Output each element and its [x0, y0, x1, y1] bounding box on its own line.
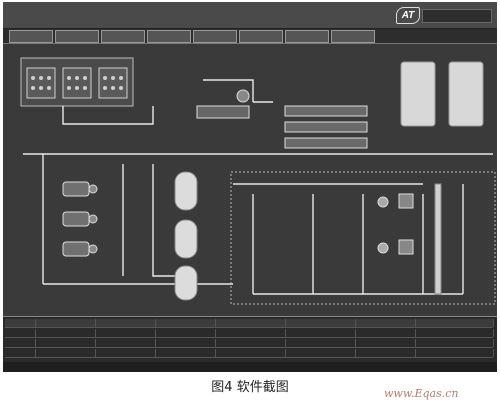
tab-8[interactable]: [331, 30, 375, 43]
tab-6[interactable]: [239, 30, 283, 43]
vessel-2[interactable]: [174, 219, 198, 259]
right-tank-2[interactable]: [448, 61, 484, 127]
status-right: [383, 362, 493, 372]
grid-cell: [415, 329, 494, 337]
figure-caption: 图4 软件截图: [211, 380, 289, 395]
grid-cell: [355, 329, 416, 337]
grid-cell: [155, 349, 216, 357]
right-pump-1-icon[interactable]: [377, 196, 389, 208]
filter-unit-group: [20, 57, 134, 107]
grid-cell: [415, 349, 494, 357]
table-row[interactable]: [5, 329, 494, 338]
grid-cell: [285, 339, 356, 347]
basin-group: [284, 105, 368, 149]
grid-cell: [5, 339, 36, 347]
pump-2[interactable]: [62, 211, 90, 227]
right-section: [230, 171, 496, 305]
grid-cell: [35, 339, 96, 347]
pump-1-motor-icon: [88, 184, 98, 194]
grid-cell: [95, 349, 156, 357]
grid-cell: [5, 329, 36, 337]
pump-3-motor-icon: [88, 244, 98, 254]
header-info: [9, 4, 129, 26]
filter-cell-2[interactable]: [62, 67, 92, 99]
grid-cell: [95, 329, 156, 337]
grid-header-cell: [5, 319, 36, 327]
main-header-unit: [196, 89, 250, 119]
basin-2[interactable]: [284, 121, 368, 133]
grid-cell: [5, 349, 36, 357]
grid-cell: [215, 329, 286, 337]
tab-5[interactable]: [193, 30, 237, 43]
process-schematic: [20, 57, 496, 305]
grid-cell: [355, 349, 416, 357]
basin-3[interactable]: [284, 137, 368, 149]
right-section-frame: [230, 171, 496, 305]
header-box[interactable]: [196, 105, 250, 119]
filter-cell-3[interactable]: [98, 67, 128, 99]
grid-cell: [155, 329, 216, 337]
grid-cell: [155, 339, 216, 347]
right-tanks: [400, 61, 484, 127]
pump-1[interactable]: [62, 181, 90, 197]
process-diagram: [3, 44, 497, 316]
grid-cell: [35, 329, 96, 337]
tab-2[interactable]: [55, 30, 99, 43]
grid-header-cell: [285, 319, 356, 327]
right-tank-1[interactable]: [400, 61, 436, 127]
tab-4[interactable]: [147, 30, 191, 43]
pump-2-motor-icon: [88, 214, 98, 224]
grid-header-cell: [95, 319, 156, 327]
status-bar: [3, 362, 497, 372]
pipe-network: [23, 79, 493, 295]
right-pump-2-icon[interactable]: [377, 242, 389, 254]
window-title: [141, 5, 391, 23]
grid-header-cell: [355, 319, 416, 327]
grid-cell: [355, 339, 416, 347]
company-logo: AT: [396, 6, 492, 24]
basin-1[interactable]: [284, 105, 368, 117]
logo-mark: AT: [396, 7, 420, 24]
grid-cell: [35, 349, 96, 357]
table-row[interactable]: [5, 349, 494, 358]
grid-cell: [415, 339, 494, 347]
application-window: AT: [3, 2, 497, 372]
table-row[interactable]: [5, 339, 494, 348]
vessel-3[interactable]: [174, 265, 198, 301]
pump-row-left: [62, 181, 98, 257]
grid-cell: [215, 349, 286, 357]
status-left: [7, 362, 117, 372]
grid-header-cell: [215, 319, 286, 327]
menu-bar: [3, 29, 497, 44]
vessel-1[interactable]: [174, 171, 198, 211]
grid-cell: [285, 329, 356, 337]
right-tank-small-1[interactable]: [398, 193, 414, 209]
grid-cell: [95, 339, 156, 347]
grid-cell: [215, 339, 286, 347]
grid-cell: [285, 349, 356, 357]
tab-3[interactable]: [101, 30, 145, 43]
grid-header-cell: [415, 319, 494, 327]
filter-cell-1[interactable]: [26, 67, 56, 99]
watermark: www.Eqas.cn: [384, 387, 459, 400]
title-bar: AT: [3, 2, 497, 29]
grid-header-cell: [155, 319, 216, 327]
right-tank-small-2[interactable]: [398, 239, 414, 255]
vertical-vessels: [174, 171, 198, 301]
grid-header-cell: [35, 319, 96, 327]
header-valve-icon[interactable]: [236, 89, 250, 103]
pump-3[interactable]: [62, 241, 90, 257]
status-middle: [203, 362, 313, 372]
grid-header-row: [5, 319, 494, 328]
tab-7[interactable]: [285, 30, 329, 43]
right-column[interactable]: [434, 183, 442, 295]
logo-text: [422, 9, 492, 23]
tab-1[interactable]: [9, 30, 53, 43]
